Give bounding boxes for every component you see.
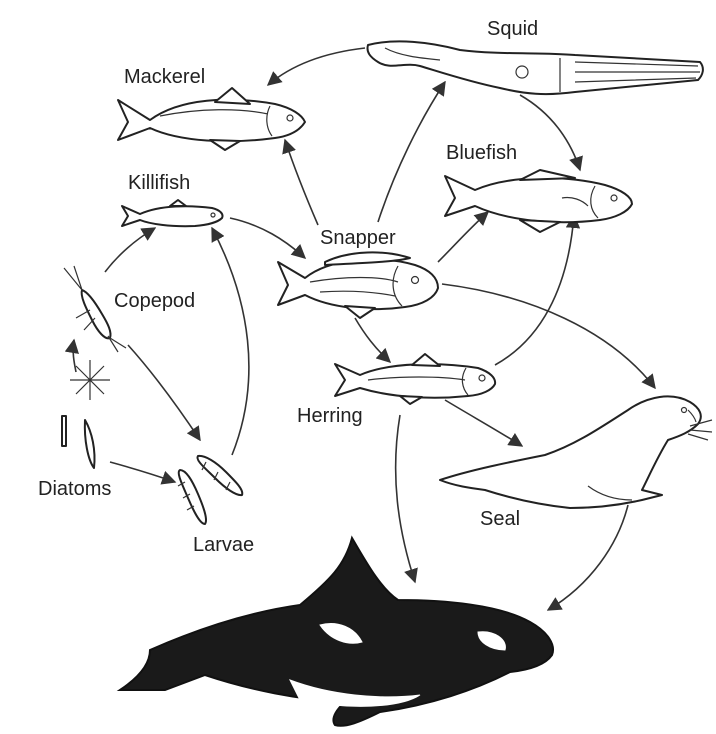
bluefish-drawing (444, 169, 633, 233)
arrow-copepod-to-killifish (104, 227, 157, 273)
label-larvae: Larvae (193, 534, 255, 556)
arrow-copepod-to-larvae (127, 344, 201, 442)
label-bluefish: Bluefish (446, 142, 518, 164)
arrow-snapper-to-mackerel (282, 138, 319, 226)
arrow-herring-to-seal (444, 399, 524, 447)
arrow-squid-to-bluefish (519, 94, 583, 172)
arrow-larvae-to-killifish (211, 226, 250, 456)
arrow-herring-to-orca (394, 414, 418, 584)
label-diatoms: Diatoms (38, 478, 112, 500)
arrows (64, 47, 656, 611)
label-snapper: Snapper (320, 227, 396, 249)
diatoms-drawing (61, 360, 110, 469)
arrow-snapper-to-squid (377, 80, 446, 223)
label-copepod: Copepod (114, 290, 196, 312)
herring-drawing (334, 353, 497, 405)
arrow-snapper-to-herring (354, 317, 392, 363)
arrow-squid-to-mackerel (266, 47, 366, 86)
squid-drawing (366, 40, 704, 96)
arrow-diatoms-to-copepod (64, 338, 79, 373)
label-mackerel: Mackerel (124, 66, 206, 88)
arrow-diatoms-to-larvae (109, 461, 177, 485)
mackerel-drawing (117, 87, 306, 151)
arrow-seal-to-orca (546, 504, 629, 611)
arrow-snapper-to-seal (441, 283, 656, 390)
copepod-drawing (63, 265, 127, 353)
killifish-drawing (121, 199, 224, 228)
orca-drawing (116, 535, 554, 727)
arrow-snapper-to-bluefish (437, 211, 490, 263)
label-seal: Seal (480, 508, 521, 530)
label-killifish: Killifish (128, 172, 191, 194)
seal-drawing (439, 395, 713, 509)
arrow-herring-to-bluefish (494, 213, 581, 366)
snapper-drawing (277, 251, 439, 319)
larvae-drawing (177, 454, 244, 525)
label-herring: Herring (297, 405, 363, 427)
label-squid: Squid (487, 18, 539, 40)
arrow-killifish-to-snapper (229, 217, 307, 259)
